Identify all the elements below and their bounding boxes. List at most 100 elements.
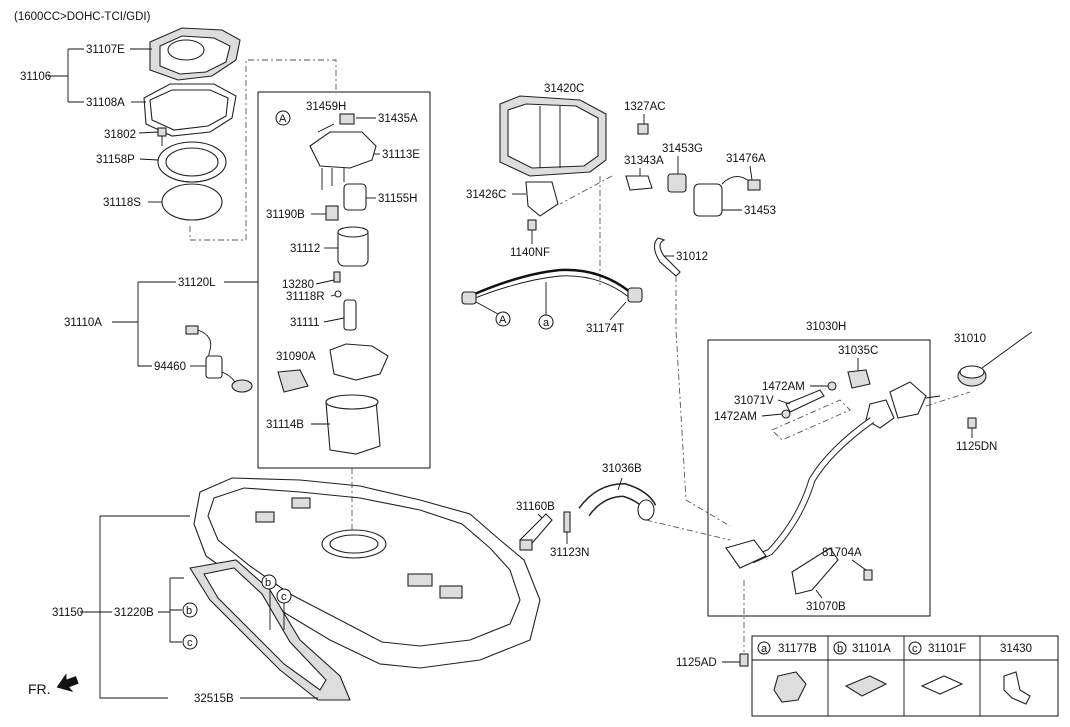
dash-link: [771, 399, 851, 441]
label-31108A: 31108A: [86, 97, 125, 109]
tank-pad: [439, 585, 463, 599]
leader: [815, 589, 823, 599]
dash-link: [925, 391, 971, 407]
label-31155H: 31155H: [378, 193, 417, 205]
clip-31177B: [773, 671, 807, 703]
leader: [138, 131, 159, 134]
label-81704A: 81704A: [822, 547, 862, 559]
legend-letter-b: b: [837, 643, 843, 655]
leader: [851, 559, 867, 571]
tank-pad: [291, 497, 311, 509]
dash-link: [645, 519, 731, 541]
hose-31343A: [625, 175, 653, 191]
tank-pad: [255, 511, 275, 523]
label-31112: 31112: [290, 243, 320, 255]
label-31111: 31111: [290, 317, 319, 329]
front-arrow-icon: [56, 673, 79, 693]
legend-part-a: 31177B: [778, 643, 817, 655]
legend-part-c: 31101F: [928, 643, 966, 655]
clamp-1472AM-1: [827, 381, 837, 391]
label-31070B: 31070B: [806, 601, 846, 613]
legend-part-b: 31101A: [852, 643, 891, 655]
legend-letter-c: c: [912, 643, 918, 655]
tank-upper: [207, 487, 521, 647]
leader: [537, 513, 543, 519]
pad-31101A: [844, 675, 888, 697]
leader: [749, 165, 753, 181]
label-94460: 94460: [154, 361, 186, 373]
pump-cover-boss: [167, 39, 205, 61]
valve-31453G: [667, 173, 687, 193]
callout-c-tank-text: c: [281, 591, 287, 603]
bracket-31070B: [791, 547, 839, 595]
label-31118S: 31118S: [103, 197, 141, 209]
label-31453G: 31453G: [662, 143, 703, 155]
filler-flange: [889, 381, 927, 419]
label-1472AM-1: 1472AM: [762, 381, 805, 393]
legend-frame: [751, 635, 1059, 717]
pad-31101F: [920, 675, 964, 695]
legend-callout-a: [757, 641, 771, 655]
callout-b-tank: [261, 574, 277, 590]
part-31435A: [339, 113, 355, 125]
cap-tether: [981, 331, 1033, 369]
float: [231, 379, 253, 393]
label-13280: 13280: [282, 279, 314, 291]
callout-b-bracket-text: b: [186, 605, 192, 617]
tube-end: [519, 539, 533, 551]
callout-a-tube: [538, 314, 554, 330]
valve-31123N: [563, 511, 571, 533]
bracket-31035C: [847, 369, 871, 389]
label-31030H: 31030H: [806, 321, 846, 333]
connector-31476A: [747, 179, 761, 191]
leader: [321, 168, 345, 190]
leader: [139, 158, 159, 161]
dash-link-canister: [559, 175, 731, 527]
label-31110A: 31110A: [64, 317, 102, 329]
pump-module-box: [257, 91, 431, 469]
label-31158P: 31158P: [96, 154, 135, 166]
tank-pump-opening-inner: [329, 534, 379, 554]
filler-neck-parts: [725, 369, 927, 595]
callout-A-top: [275, 110, 291, 126]
leader: [475, 301, 499, 315]
pump-module-parts: [277, 113, 389, 455]
hose-end: [637, 499, 655, 521]
label-31107E: 31107E: [86, 44, 125, 56]
label-31010: 31010: [954, 333, 986, 345]
leader: [617, 477, 623, 491]
leader: [269, 589, 285, 630]
label-31476A: 31476A: [726, 153, 766, 165]
sender-body: [205, 355, 223, 379]
legend-callout-b: [833, 641, 847, 655]
callout-A-tube: [495, 311, 511, 327]
part-13280: [333, 271, 341, 283]
label-31036B: 31036B: [602, 463, 642, 475]
vapor-tube-31174T: [461, 268, 643, 316]
tube-end-left: [461, 291, 477, 305]
tube-31160B: [519, 513, 553, 551]
wiring-harness-94460: [185, 325, 253, 393]
label-31118R: 31118R: [286, 291, 325, 303]
canister-face: [507, 103, 599, 169]
legend-part-d: 31430: [1000, 643, 1032, 655]
bracket-31426C: [525, 181, 559, 217]
label-31113E: 31113E: [382, 149, 420, 161]
label-1472AM-2: 1472AM: [714, 411, 757, 423]
screw-31802: [157, 127, 167, 137]
label-31453: 31453: [744, 205, 776, 217]
label-31420C: 31420C: [544, 83, 584, 95]
callout-c-bracket: [182, 634, 198, 650]
engine-spec-note: (1600CC>DOHC-TCI/GDI): [14, 11, 151, 23]
wire: [721, 176, 751, 185]
filler-neck-box: [707, 339, 931, 617]
label-31114B: 31114B: [266, 419, 304, 431]
fuel-cap-31010: [957, 331, 1033, 387]
label-31035C: 31035C: [838, 345, 878, 357]
callout-a-tube-text: a: [543, 317, 550, 329]
legend-table: a 31177B b 31101A c 31101F 31430: [751, 635, 1059, 717]
filler-inlet: [865, 399, 895, 429]
clamp-1472AM-2: [781, 409, 791, 419]
bracket-plate: [277, 369, 309, 393]
